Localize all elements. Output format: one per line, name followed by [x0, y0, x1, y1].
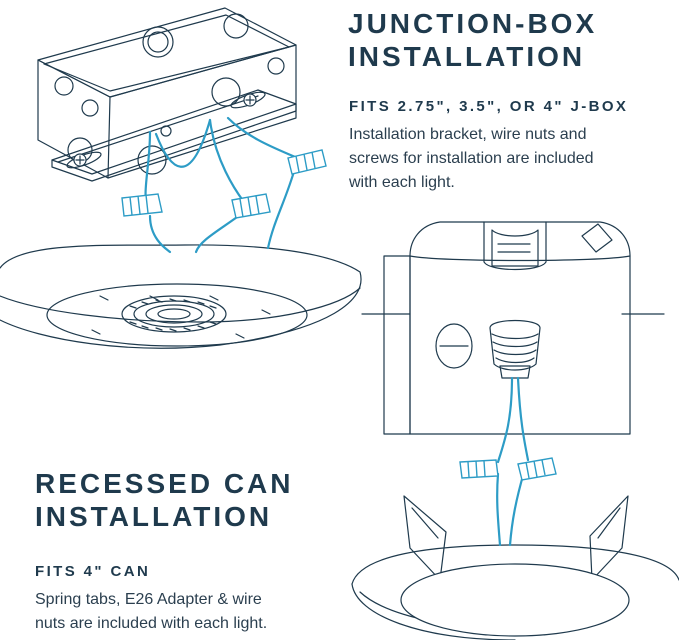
disc-light-junction: [0, 244, 362, 349]
junction-fits-label: FITS 2.75", 3.5", OR 4" J-BOX: [349, 98, 629, 115]
junction-title-line1: JUNCTION-BOX: [348, 8, 598, 39]
wire-nuts: [121, 149, 557, 481]
recessed-description: Spring tabs, E26 Adapter & wire nuts are…: [35, 588, 267, 636]
recessed-can-heading: RECESSED CAN INSTALLATION: [35, 467, 293, 533]
junction-box: [37, 7, 297, 179]
mounting-bracket: [51, 89, 297, 182]
recessed-can: [361, 221, 665, 435]
junction-body-line1: Installation bracket, wire nuts and: [349, 126, 587, 143]
disc-light-recessed: [351, 544, 679, 640]
junction-description: Installation bracket, wire nuts and scre…: [349, 123, 594, 195]
recessed-fits-label: FITS 4" CAN: [35, 563, 151, 580]
wire-nut: [121, 193, 163, 217]
wire-nut: [517, 457, 557, 481]
junction-body-line3: with each light.: [349, 174, 455, 191]
junction-body-line2: screws for installation are included: [349, 150, 594, 167]
recessed-body-line1: Spring tabs, E26 Adapter & wire: [35, 591, 262, 608]
recessed-title-line1: RECESSED CAN: [35, 468, 294, 499]
junction-box-heading: JUNCTION-BOX INSTALLATION: [348, 7, 597, 73]
wire-nut: [287, 149, 327, 175]
wire-nut: [459, 459, 499, 479]
wire-nut: [231, 193, 271, 219]
recessed-body-line2: nuts are included with each light.: [35, 615, 268, 632]
recessed-title-line2: INSTALLATION: [35, 501, 273, 532]
junction-title-line2: INSTALLATION: [348, 41, 586, 72]
